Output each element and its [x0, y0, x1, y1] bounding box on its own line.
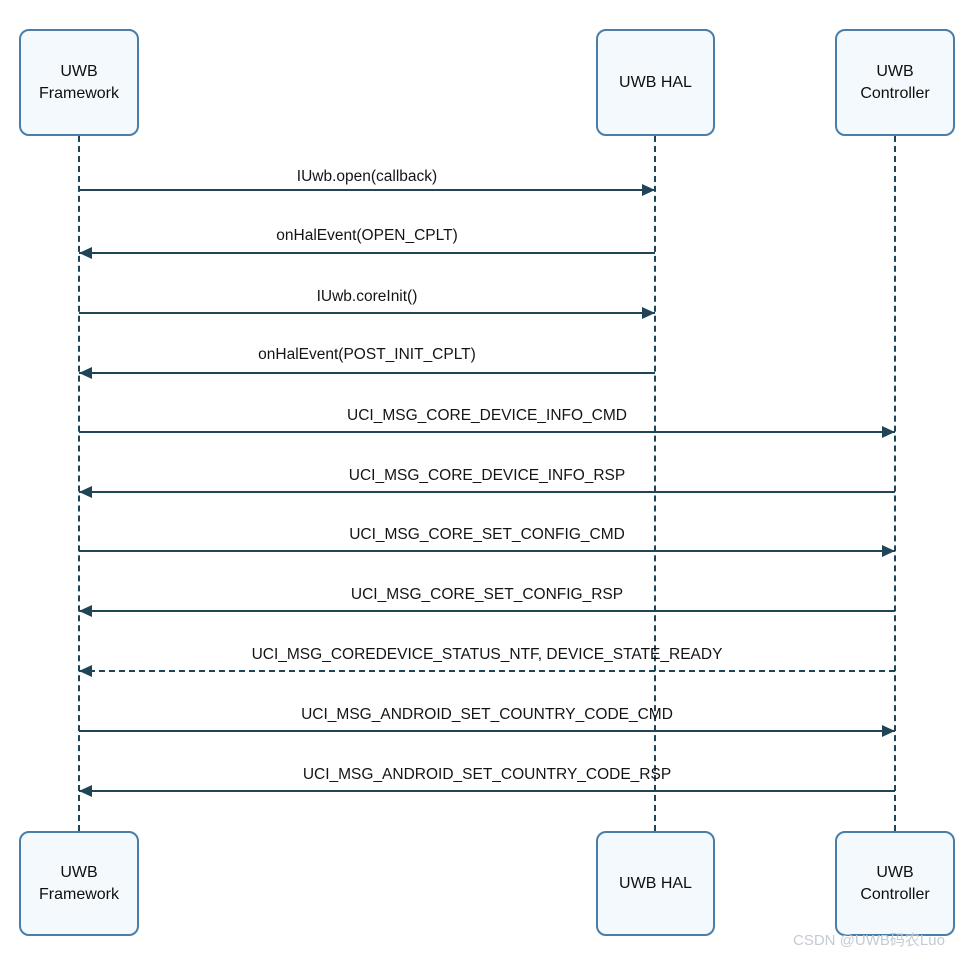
- lifeline-hal: [654, 136, 656, 831]
- message-label-10: UCI_MSG_ANDROID_SET_COUNTRY_CODE_CMD: [301, 706, 673, 723]
- message-label-11: UCI_MSG_ANDROID_SET_COUNTRY_CODE_RSP: [302, 766, 672, 783]
- arrow-head-5: [882, 426, 895, 438]
- message-label-6: UCI_MSG_CORE_DEVICE_INFO_RSP: [348, 467, 626, 484]
- message-arrow-7: [79, 550, 895, 552]
- arrow-head-4: [79, 367, 92, 379]
- arrow-head-6: [79, 486, 92, 498]
- participant-box-hal-bottom: UWB HAL: [596, 831, 715, 936]
- message-arrow-9: [79, 670, 895, 672]
- participant-box-controller-top: UWB Controller: [835, 29, 955, 136]
- message-label-8: UCI_MSG_CORE_SET_CONFIG_RSP: [350, 586, 624, 603]
- message-label-7: UCI_MSG_CORE_SET_CONFIG_CMD: [349, 526, 625, 543]
- message-arrow-11: [79, 790, 895, 792]
- message-arrow-8: [79, 610, 895, 612]
- message-label-4: onHalEvent(POST_INIT_CPLT): [258, 346, 476, 363]
- arrow-head-3: [642, 307, 655, 319]
- arrow-head-7: [882, 545, 895, 557]
- message-arrow-1: [79, 189, 655, 191]
- message-arrow-2: [79, 252, 655, 254]
- participant-box-hal-top: UWB HAL: [596, 29, 715, 136]
- arrow-head-8: [79, 605, 92, 617]
- message-arrow-6: [79, 491, 895, 493]
- message-label-9: UCI_MSG_COREDEVICE_STATUS_NTF, DEVICE_ST…: [251, 646, 723, 663]
- arrow-head-9: [79, 665, 92, 677]
- participant-box-controller-bottom: UWB Controller: [835, 831, 955, 936]
- arrow-head-10: [882, 725, 895, 737]
- message-arrow-4: [79, 372, 655, 374]
- message-label-1: IUwb.open(callback): [296, 168, 438, 185]
- message-label-3: IUwb.coreInit(): [316, 288, 418, 305]
- participant-box-framework-bottom: UWB Framework: [19, 831, 139, 936]
- message-arrow-3: [79, 312, 655, 314]
- arrow-head-1: [642, 184, 655, 196]
- message-arrow-5: [79, 431, 895, 433]
- participant-box-framework-top: UWB Framework: [19, 29, 139, 136]
- arrow-head-2: [79, 247, 92, 259]
- arrow-head-11: [79, 785, 92, 797]
- lifeline-framework: [78, 136, 80, 831]
- lifeline-controller: [894, 136, 896, 831]
- watermark: CSDN @UWB码农Luo: [793, 932, 945, 949]
- message-arrow-10: [79, 730, 895, 732]
- message-label-5: UCI_MSG_CORE_DEVICE_INFO_CMD: [347, 407, 627, 424]
- message-label-2: onHalEvent(OPEN_CPLT): [276, 227, 458, 244]
